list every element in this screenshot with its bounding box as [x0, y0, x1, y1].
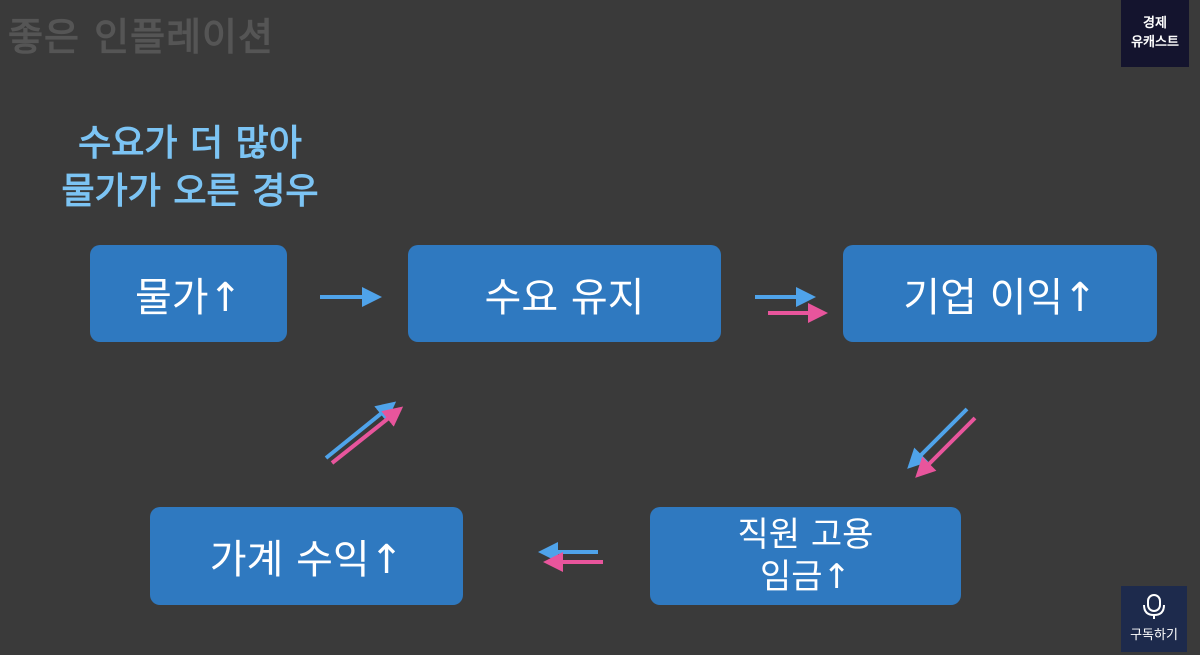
arrow-profit-to-employment-blue [907, 407, 969, 469]
node-employment-line2: 임금↑ [759, 557, 852, 597]
channel-logo: 경제 유캐스트 [1121, 0, 1189, 67]
node-household-income-up: 가계 수익↑ [150, 507, 463, 605]
arrow-income-to-demand-pink [330, 406, 404, 465]
arrow-profit-to-employment-pink [915, 416, 977, 478]
caption: 수요가 더 많아 물가가 오른 경우 [20, 120, 360, 216]
subscribe-button[interactable]: 구독하기 [1121, 586, 1187, 652]
caption-line-2: 물가가 오른 경우 [61, 171, 319, 212]
node-employment-wages-up: 직원 고용 임금↑ [650, 507, 961, 605]
page-title: 좋은 인플레이션 [8, 15, 274, 59]
channel-name-line1: 경제 [1143, 16, 1167, 31]
caption-line-1: 수요가 더 많아 [78, 123, 302, 164]
node-demand-maintained: 수요 유지 [408, 245, 721, 342]
node-corporate-profit-up: 기업 이익↑ [843, 245, 1157, 342]
node-employment-line1: 직원 고용 [737, 515, 874, 555]
microphone-icon [1143, 594, 1165, 619]
channel-name-line2: 유캐스트 [1131, 35, 1179, 50]
node-price-up: 물가↑ [90, 245, 287, 342]
subscribe-label: 구독하기 [1130, 628, 1178, 643]
arrow-income-to-demand-blue [324, 401, 397, 460]
